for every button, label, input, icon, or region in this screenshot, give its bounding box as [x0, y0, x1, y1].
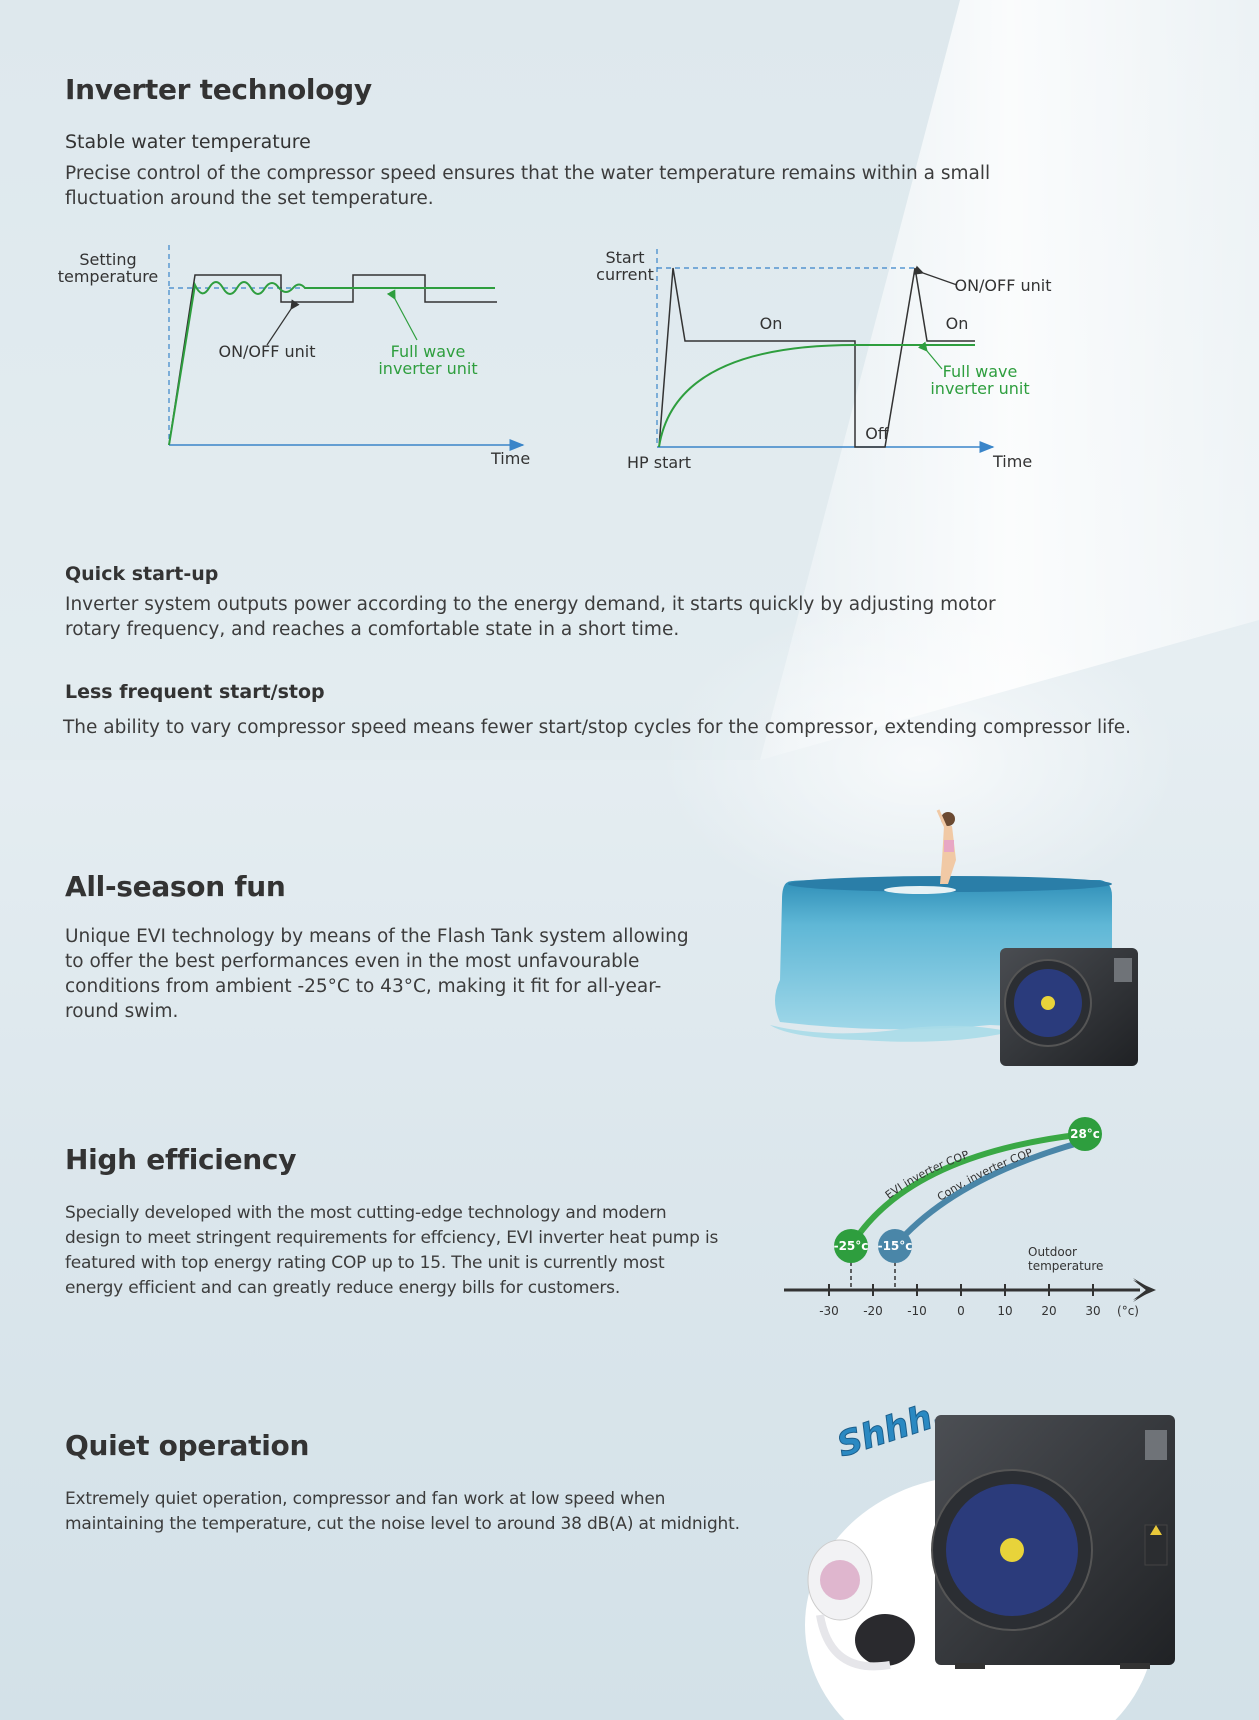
evi-start-marker	[834, 1229, 868, 1263]
tick-label: -20	[863, 1304, 883, 1318]
pool-heat-pump-illustration	[770, 809, 1138, 1066]
hp-start-label: HP start	[627, 453, 691, 472]
less-title: Less frequent start/stop	[65, 681, 325, 703]
time-label: Time	[490, 449, 530, 468]
conv-cop-curve	[892, 1139, 1085, 1249]
onoff-pointer	[266, 299, 300, 346]
onoff-unit-curve	[658, 267, 975, 448]
quiet-title: Quiet operation	[65, 1429, 310, 1462]
quiet-illustration: Shhh.	[805, 1395, 1175, 1720]
inverter-subtitle: Stable water temperature	[65, 131, 311, 153]
efficiency-title: High efficiency	[65, 1143, 297, 1176]
tick-marks	[828, 1284, 1094, 1296]
end-label: 28°c	[1070, 1127, 1100, 1141]
end-marker	[1068, 1117, 1102, 1151]
surfboard	[884, 886, 956, 894]
warning-label	[1150, 1525, 1162, 1535]
fan-hub	[1000, 1538, 1024, 1562]
quick-text: Inverter system outputs power according …	[65, 594, 996, 640]
inverter-text: Precise control of the compressor speed …	[65, 163, 991, 209]
unit-panel	[1145, 1430, 1167, 1460]
on-label-2: On	[946, 314, 969, 333]
quiet-text: Extremely quiet operation, compressor an…	[65, 1489, 740, 1534]
unit-foot	[955, 1663, 985, 1669]
start-label-1: Start	[605, 248, 644, 267]
conv-start-label: -15°c	[878, 1239, 913, 1253]
unit-panel	[1114, 958, 1132, 982]
time-label: Time	[992, 452, 1032, 471]
off-label: Off	[865, 424, 890, 443]
shh-text: Shhh.	[832, 1395, 949, 1466]
outdoor-label-1: Outdoor	[1028, 1245, 1077, 1259]
tick-label: 10	[997, 1304, 1012, 1318]
fullwave-label-1: Full wave	[391, 342, 466, 361]
on-label-1: On	[760, 314, 783, 333]
onoff-pointer	[913, 265, 958, 286]
efficiency-text: Specially developed with the most cuttin…	[65, 1203, 719, 1298]
fullwave-label-2: inverter unit	[930, 379, 1029, 398]
full-wave-inverter-curve	[168, 281, 495, 446]
start-label-2: current	[596, 265, 654, 284]
quick-title: Quick start-up	[65, 563, 219, 585]
fullwave-label-2: inverter unit	[378, 359, 477, 378]
inverter-title: Inverter technology	[65, 73, 372, 106]
onoff-label: ON/OFF unit	[218, 342, 315, 361]
surfer-swimsuit	[944, 840, 954, 852]
fan-hub	[1041, 996, 1055, 1010]
cop-chart: EVI inverter COP Conv. inverter COP -25°…	[784, 1117, 1156, 1318]
headphone-band	[816, 1614, 891, 1671]
evi-start-label: -25°c	[834, 1239, 869, 1253]
surfer-body	[940, 826, 956, 884]
setting-label-2: temperature	[58, 267, 159, 286]
tick-label: -30	[819, 1304, 839, 1318]
unit-label: (°c)	[1117, 1304, 1139, 1318]
conv-start-marker	[878, 1229, 912, 1263]
evi-cop-curve	[848, 1131, 1088, 1249]
less-text: The ability to vary compressor speed mea…	[63, 717, 1132, 738]
tick-label: 30	[1085, 1304, 1100, 1318]
tick-label: 20	[1041, 1304, 1056, 1318]
allseason-title: All-season fun	[65, 870, 286, 903]
tick-label: -10	[907, 1304, 927, 1318]
onoff-label: ON/OFF unit	[954, 276, 1051, 295]
allseason-text: Unique EVI technology by means of the Fl…	[65, 926, 689, 1022]
setting-label-1: Setting	[79, 250, 136, 269]
tick-label: 0	[957, 1304, 965, 1318]
unit-foot	[1120, 1663, 1150, 1669]
fullwave-pointer	[917, 341, 943, 370]
full-wave-inverter-curve	[658, 344, 975, 448]
onoff-unit-curve	[168, 274, 497, 446]
diagram-start-current: Start current ON/OFF unit On On Off Full…	[596, 248, 1051, 472]
outdoor-label-2: temperature	[1028, 1259, 1103, 1273]
diagram-water-temperature: Setting temperature ON/OFF unit Full wav…	[58, 245, 530, 468]
headphone-cup-right	[855, 1614, 915, 1666]
fullwave-pointer	[386, 289, 418, 341]
water-spill	[770, 1025, 1010, 1042]
